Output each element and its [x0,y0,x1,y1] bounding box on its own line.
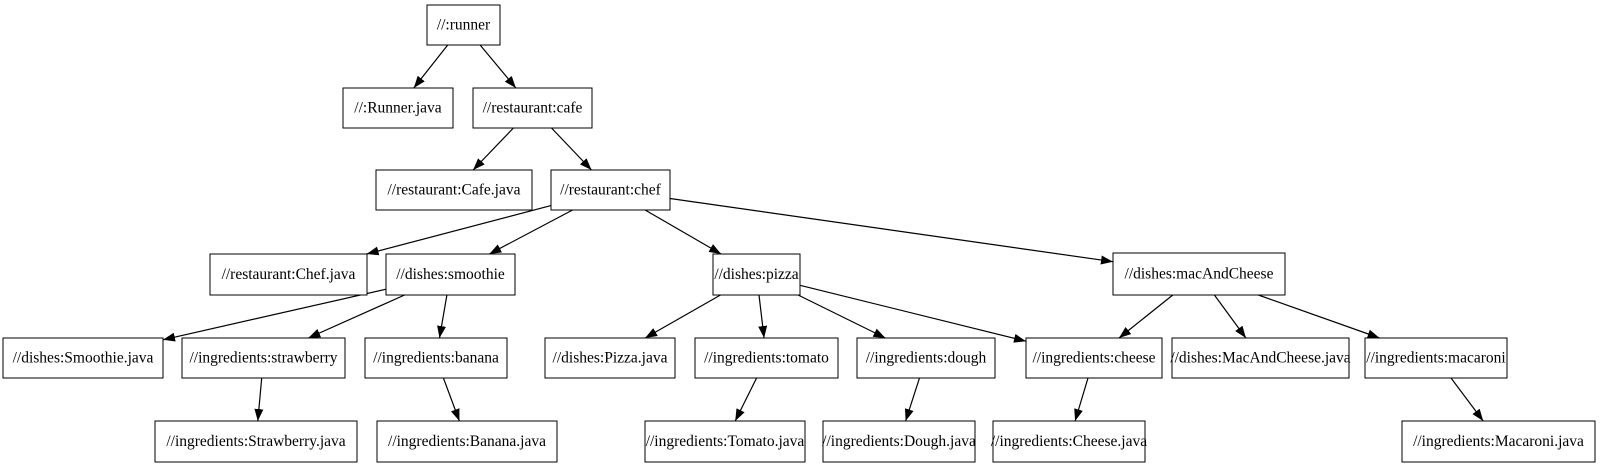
edge-macandcheese-to-cheese [1118,294,1174,339]
node-box-chef [550,169,671,211]
edge-smoothie-to-smoothie-java [162,288,387,342]
node-label-banana: //ingredients:banana [373,350,499,367]
node-box-macandcheese [1112,252,1286,296]
node-label-cheese-java: //ingredients:Cheese.java [991,433,1147,450]
node-label-chef: //restaurant:chef [560,182,662,199]
node-box-macaroni [1364,337,1508,379]
graph-node-pizza: //dishes:pizza [712,253,801,296]
node-label-dough: //ingredients:dough [866,350,987,367]
graph-node-cheese-java: //ingredients:Cheese.java [991,420,1147,463]
node-box-smoothie-java [2,337,164,379]
node-box-tomato [694,337,839,379]
edge-chef-to-smoothie [489,209,573,255]
edge-pizza-to-pizza-java [644,294,721,339]
edge-dough-to-dough-java [905,377,921,422]
graph-node-dough-java: //ingredients:Dough.java [822,420,976,463]
graph-node-strawberry-java: //ingredients:Strawberry.java [154,420,358,463]
graph-node-tomato: //ingredients:tomato [694,337,839,379]
node-box-cafe [472,87,593,129]
edge-cheese-to-cheese-java [1074,377,1089,422]
node-box-dough-java [822,420,976,463]
graph-node-macandcheese-java: //dishes:MacAndCheese.java [1170,337,1351,379]
graph-node-cafe-java: //restaurant:Cafe.java [375,169,533,211]
edge-pizza-to-tomato [758,294,768,339]
node-label-macaroni-java: //ingredients:Macaroni.java [1413,433,1584,450]
edge-chef-to-pizza [644,209,722,255]
edge-macaroni-to-macaroni-java [1450,377,1484,422]
graph-node-cafe: //restaurant:cafe [472,87,593,129]
edge-tomato-to-tomato-java [734,377,758,422]
graph-node-chef: //restaurant:chef [550,169,671,211]
edge-chef-to-macandcheese [669,197,1114,265]
edge-banana-to-banana-java [442,377,460,422]
node-box-strawberry [181,337,346,379]
node-label-strawberry: //ingredients:strawberry [189,350,337,367]
node-box-macandcheese-java [1171,337,1350,379]
edge-cafe-to-chef [551,127,592,171]
node-box-tomato-java [644,420,806,463]
node-label-strawberry-java: //ingredients:Strawberry.java [166,433,345,450]
node-label-pizza: //dishes:pizza [714,266,798,283]
edges-layer [162,44,1484,422]
nodes-layer: //:runner //:Runner.java //restaurant:cafe… [2,4,1596,463]
node-label-tomato-java: //ingredients:Tomato.java [646,433,805,450]
node-label-runner: //:runner [437,17,491,34]
graph-node-strawberry: //ingredients:strawberry [181,337,346,379]
edge-macandcheese-to-macandcheese-java [1213,294,1247,339]
node-box-runner-java [342,87,454,129]
graph-node-pizza-java: //dishes:Pizza.java [544,337,676,379]
edge-cafe-to-cafe-java [472,127,514,171]
edge-strawberry-to-strawberry-java [254,377,264,422]
graph-node-tomato-java: //ingredients:Tomato.java [644,420,806,463]
node-label-chef-java: //restaurant:Chef.java [222,266,356,283]
node-box-banana [364,337,508,379]
edge-pizza-to-dough [797,294,886,339]
graph-node-macaroni-java: //ingredients:Macaroni.java [1401,420,1596,463]
edge-runner-to-cafe [479,44,517,89]
node-box-chef-java [209,253,368,296]
graph-node-cheese: //ingredients:cheese [1025,337,1163,379]
edge-smoothie-to-strawberry [308,294,405,339]
node-box-banana-java [376,420,558,463]
graph-node-smoothie-java: //dishes:Smoothie.java [2,337,164,379]
graph-node-runner: //:runner [426,4,501,46]
graph-node-macaroni: //ingredients:macaroni [1364,337,1508,379]
node-label-macandcheese: //dishes:macAndCheese [1125,266,1274,283]
node-box-pizza [712,253,801,296]
graph-node-macandcheese: //dishes:macAndCheese [1112,252,1286,296]
node-label-cheese: //ingredients:cheese [1032,350,1155,367]
edge-pizza-to-cheese [799,284,1027,343]
edge-chef-to-chef-java [366,205,552,256]
node-box-cafe-java [375,169,533,211]
node-box-macaroni-java [1401,420,1596,463]
node-label-smoothie: //dishes:smoothie [396,266,505,283]
node-label-cafe: //restaurant:cafe [483,100,583,117]
graph-node-chef-java: //restaurant:Chef.java [209,253,368,296]
graph-node-dough: //ingredients:dough [856,337,996,379]
node-label-pizza-java: //dishes:Pizza.java [553,350,668,367]
edge-runner-to-runner-java [413,44,449,89]
node-box-strawberry-java [154,420,358,463]
graph-node-runner-java: //:Runner.java [342,87,454,129]
node-label-banana-java: //ingredients:Banana.java [388,433,546,450]
node-label-cafe-java: //restaurant:Cafe.java [388,182,521,199]
node-label-macaroni: //ingredients:macaroni [1366,350,1506,367]
graph-node-banana: //ingredients:banana [364,337,508,379]
node-box-dough [856,337,996,379]
node-label-smoothie-java: //dishes:Smoothie.java [13,350,154,367]
node-label-macandcheese-java: //dishes:MacAndCheese.java [1170,350,1350,367]
node-box-pizza-java [544,337,676,379]
edge-smoothie-to-banana [437,294,448,339]
node-label-dough-java: //ingredients:Dough.java [822,433,976,450]
graph-node-smoothie: //dishes:smoothie [385,253,516,296]
edge-macandcheese-to-macaroni [1258,294,1380,339]
node-box-cheese-java [992,420,1146,463]
node-label-tomato: //ingredients:tomato [704,350,829,367]
node-box-runner [426,4,501,46]
node-label-runner-java: //:Runner.java [354,100,442,117]
node-box-smoothie [385,253,516,296]
node-box-cheese [1025,337,1163,379]
graph-node-banana-java: //ingredients:Banana.java [376,420,558,463]
